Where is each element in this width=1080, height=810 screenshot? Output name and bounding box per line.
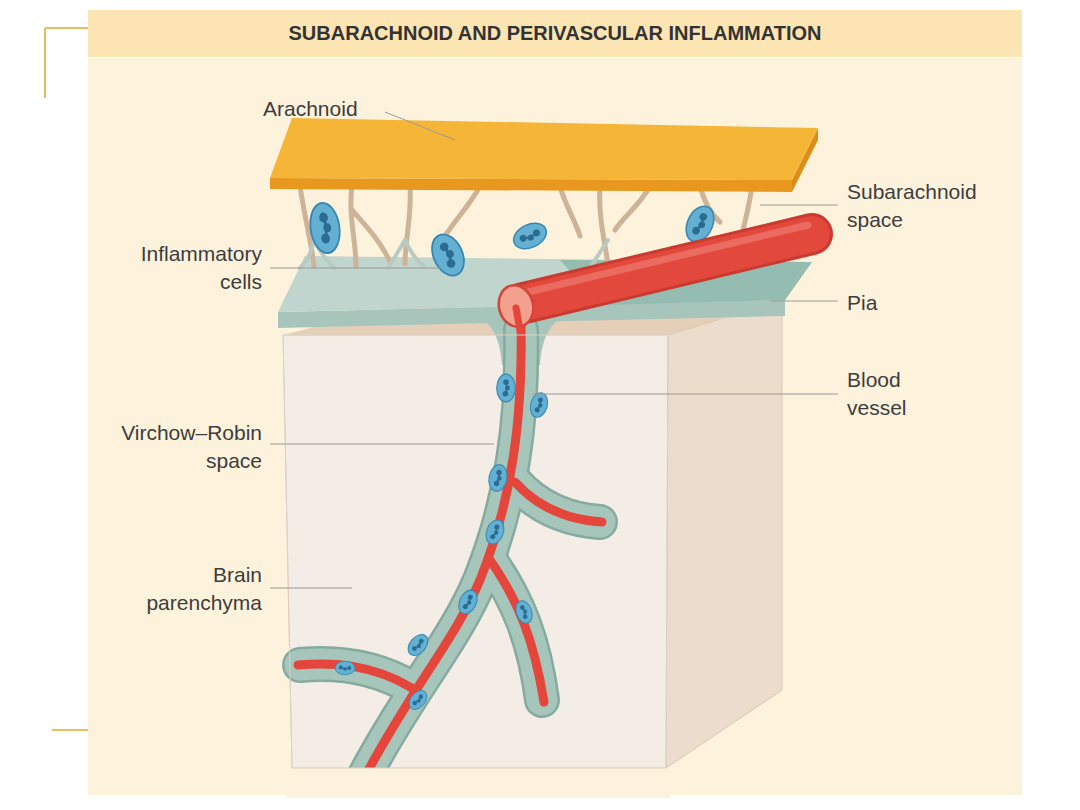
part-label: Brain parenchyma — [127, 561, 262, 617]
leader-lines — [270, 112, 838, 588]
blood-vessel — [494, 225, 812, 330]
frame-line — [45, 28, 88, 730]
inflammatory-cell — [406, 687, 431, 713]
diagram-title: SUBARACHNOID AND PERIVASCULAR INFLAMMATI… — [88, 20, 1022, 46]
part-label: Virchow–Robin space — [92, 419, 262, 475]
inflammatory-cell — [426, 229, 470, 280]
inflammatory-cell — [509, 218, 550, 253]
perivascular-sleeve — [298, 318, 602, 782]
inflammatory-cell — [483, 517, 507, 546]
inflammatory-cell — [455, 587, 481, 617]
part-label: Subarachnoid space — [847, 178, 997, 234]
brain-front-outline — [283, 335, 668, 768]
perivascular-cells — [335, 374, 550, 713]
inflammatory-cell — [497, 374, 516, 402]
arachnoid-membrane — [270, 118, 818, 192]
part-label: Arachnoid — [263, 95, 383, 123]
block-cut — [286, 768, 670, 798]
inflammatory-cell — [335, 661, 355, 674]
inflammatory-cell — [513, 599, 535, 626]
inflammatory-cell — [404, 631, 432, 660]
title-bar — [88, 10, 1022, 57]
part-label: Blood vessel — [847, 366, 937, 422]
inflammatory-cell — [307, 201, 343, 255]
brain-side-face — [666, 300, 782, 768]
inflammatory-cell — [528, 391, 551, 419]
part-label: Inflammatory cells — [117, 240, 262, 296]
part-label: Pia — [847, 289, 917, 317]
panel-ground — [88, 58, 1022, 795]
inflammatory-cell — [487, 463, 509, 493]
